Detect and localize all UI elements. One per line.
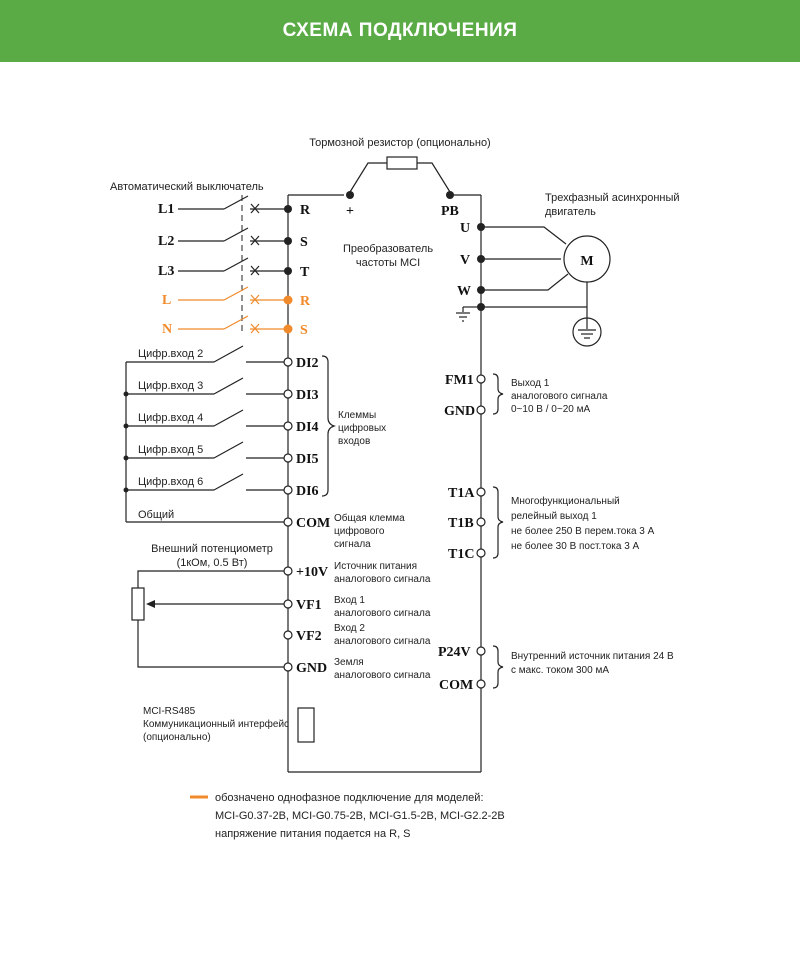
di4-input-label: Цифр.вход 4 <box>138 412 203 424</box>
gnd-desc-line2: аналогового сигнала <box>334 670 431 681</box>
common-label: Общий <box>138 509 174 521</box>
rs485-port <box>297 707 315 743</box>
terminal-r-single: R <box>300 294 311 309</box>
gnd-desc-line1: Земля <box>334 657 364 668</box>
terminal-vf1: VF1 <box>296 598 322 613</box>
v10-desc-line2: аналогового сигнала <box>334 574 431 585</box>
terminal-t: T <box>300 265 310 280</box>
terminals-label-line2: цифровых <box>338 422 386 434</box>
pb-terminal-dot <box>446 191 454 199</box>
terminal-p24v: P24V <box>438 645 471 660</box>
terminal-s-single: S <box>300 323 308 338</box>
di6-input-label: Цифр.вход 6 <box>138 476 203 488</box>
terminal-di4: DI4 <box>296 420 319 435</box>
terminal-t1c: T1C <box>448 547 474 562</box>
com-desc-line3: сигнала <box>334 539 371 550</box>
di5-input-label: Цифр.вход 5 <box>138 444 203 456</box>
terminal-t1b: T1B <box>448 516 474 531</box>
n-label: N <box>162 322 172 337</box>
terminal-di6: DI6 <box>296 484 319 499</box>
terminal-gnd-right: GND <box>444 404 475 419</box>
vf1-desc-line1: Вход 1 <box>334 595 365 606</box>
terminal-w: W <box>457 284 471 299</box>
converter-label-line2: частоты MCI <box>356 257 420 269</box>
legend-line3: напряжение питания подается на R, S <box>215 828 411 840</box>
l2-label: L2 <box>158 234 174 249</box>
terminals-label-line1: Клеммы <box>338 410 376 421</box>
terminal-fm1: FM1 <box>445 373 474 388</box>
motor-label-line1: Трехфазный асинхронный <box>545 192 680 204</box>
terminal-com-right: COM <box>439 678 473 693</box>
rs485-line2: Коммуникационный интерфейс <box>143 718 289 730</box>
brake-resistor: Тормозной резистор (опционально) + PB <box>309 137 490 219</box>
rs485-interface: MCI-RS485 Коммуникационный интерфейс (оп… <box>143 706 315 743</box>
relay-desc-line3: не более 250 В перем.тока 3 А <box>511 525 655 537</box>
p24-desc-line2: с макс. током 300 мА <box>511 665 609 676</box>
v10-desc-line1: Источник питания <box>334 561 417 572</box>
digital-inputs-brace <box>321 355 336 497</box>
relay-output: T1A T1B T1C Многофункциональный релейный… <box>448 486 655 562</box>
rs485-line3: (опционально) <box>143 732 211 743</box>
l1-label: L1 <box>158 202 174 217</box>
analog-inputs: Внешний потенциометр (1кОм, 0.5 Вт) +10V… <box>131 543 431 681</box>
terminal-r: R <box>300 203 311 218</box>
legend-line2: MCI-G0.37-2B, MCI-G0.75-2B, MCI-G1.5-2B,… <box>215 810 505 822</box>
terminal-di5: DI5 <box>296 452 319 467</box>
terminal-t1a: T1A <box>448 486 475 501</box>
pb-label: PB <box>441 204 459 219</box>
com-desc-line2: цифрового <box>334 525 385 537</box>
relay-desc-line1: Многофункциональный <box>511 495 620 507</box>
out1-desc-line1: Выход 1 <box>511 378 550 389</box>
motor-symbol <box>563 235 611 283</box>
rs485-line1: MCI-RS485 <box>143 706 196 717</box>
potentiometer <box>131 587 145 621</box>
out1-desc-line2: аналогового сигнала <box>511 391 608 402</box>
power-output: P24V COM Внутренний источник питания 24 … <box>438 645 674 693</box>
plus-terminal-dot <box>346 191 354 199</box>
relay-desc-line2: релейный выход 1 <box>511 511 597 522</box>
terminal-u: U <box>460 221 470 236</box>
motor-label-line2: двигатель <box>545 206 596 218</box>
terminal-10v: +10V <box>296 565 328 580</box>
terminal-s: S <box>300 235 308 250</box>
brake-resistor-label: Тормозной резистор (опционально) <box>309 137 490 149</box>
terminal-gnd-left: GND <box>296 661 327 676</box>
plus-label: + <box>346 204 354 219</box>
page-title: СХЕМА ПОДКЛЮЧЕНИЯ <box>282 20 518 41</box>
header-bar: СХЕМА ПОДКЛЮЧЕНИЯ <box>0 0 800 62</box>
pot-label-line1: Внешний потенциометр <box>151 543 273 555</box>
p24-desc-line1: Внутренний источник питания 24 В <box>511 651 674 662</box>
legend-line1: обозначено однофазное подключение для мо… <box>215 792 484 804</box>
analog-output: FM1 GND Выход 1 аналогового сигнала 0~10… <box>444 373 608 419</box>
vf2-desc-line1: Вход 2 <box>334 623 365 634</box>
breaker-label: Автоматический выключатель <box>110 181 264 193</box>
pot-label-line2: (1кОм, 0.5 Вт) <box>177 557 248 569</box>
l3-label: L3 <box>158 264 174 279</box>
legend: обозначено однофазное подключение для мо… <box>190 792 505 840</box>
terminal-di3: DI3 <box>296 388 319 403</box>
terminal-com: COM <box>296 516 330 531</box>
vf2-desc-line2: аналогового сигнала <box>334 636 431 647</box>
terminal-di2: DI2 <box>296 356 319 371</box>
converter-label-line1: Преобразователь <box>343 243 433 255</box>
di3-input-label: Цифр.вход 3 <box>138 380 203 392</box>
power-inputs: L1 R L2 S L3 T <box>158 195 311 280</box>
motor-outputs: U V W M Трехфазный асинхронный двигатель <box>456 192 680 347</box>
di2-input-label: Цифр.вход 2 <box>138 348 203 360</box>
vf1-desc-line2: аналогового сигнала <box>334 608 431 619</box>
l-label: L <box>162 293 171 308</box>
terminal-v: V <box>460 253 470 268</box>
single-phase-inputs: L R N S <box>162 286 311 338</box>
motor-letter: M <box>580 254 593 269</box>
terminal-vf2: VF2 <box>296 629 322 644</box>
relay-desc-line4: не более 30 В пост.тока 3 А <box>511 540 640 552</box>
out1-desc-line3: 0~10 В / 0~20 мА <box>511 404 590 415</box>
digital-inputs: Цифр.вход 2 DI2 Цифр.вход 3 DI3 Цифр.вхо… <box>123 345 405 550</box>
com-desc-line1: Общая клемма <box>334 512 405 524</box>
terminals-label-line3: входов <box>338 436 370 447</box>
